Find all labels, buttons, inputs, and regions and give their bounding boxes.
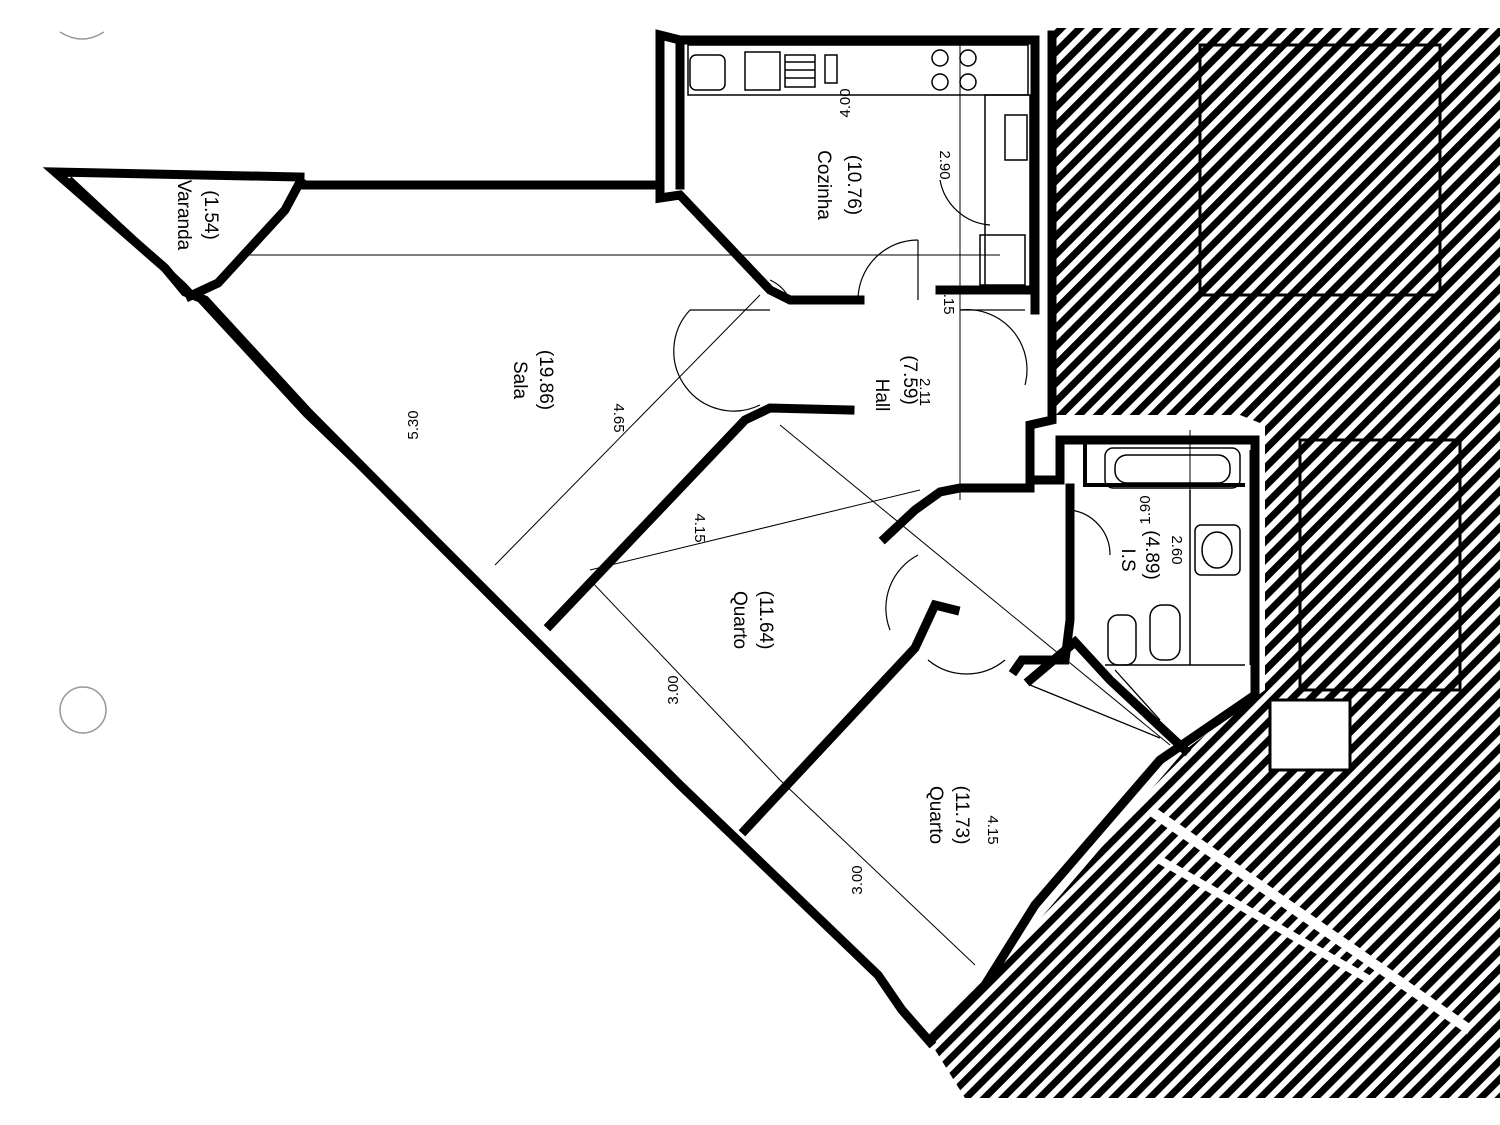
dim-sala-diag: 4.65 [610, 403, 627, 432]
dimension-labels: 4.00 2.90 5.30 4.65 2.11 0.15 4.15 3.00 … [405, 88, 1185, 894]
room-name: Hall [871, 379, 892, 412]
room-quarto-2: Quarto (11.73) [925, 786, 972, 845]
hatched-neighbour-area [932, 28, 1500, 1098]
dim-cozinha-width: 4.00 [837, 88, 854, 117]
room-varanda: Varanda (1.54) [173, 180, 221, 251]
punch-hole [59, 31, 105, 40]
room-sala: Sala (19.86) [509, 350, 556, 410]
room-quarto-1: Quarto (11.64) [729, 591, 776, 650]
room-name: Cozinha [813, 150, 834, 220]
dim-quarto2-short: 3.00 [849, 865, 866, 894]
dim-hall-gap: 0.15 [940, 285, 957, 314]
dim-sala-long: 5.30 [405, 410, 422, 439]
room-area: (19.86) [535, 350, 556, 410]
dim-quarto1-short: 3.00 [665, 675, 682, 704]
room-area: (10.76) [843, 155, 864, 215]
dim-is-height: 2.60 [1168, 535, 1185, 564]
exterior-walls [42, 29, 1260, 1049]
dim-quarto1-long: 4.15 [691, 513, 708, 542]
room-area: (4.89) [1141, 530, 1162, 580]
room-name: Quarto [729, 591, 750, 649]
room-name: Varanda [173, 180, 194, 251]
dim-hall-width: 2.11 [916, 378, 933, 406]
dimension-lines [240, 254, 1251, 966]
room-area: (1.54) [200, 190, 221, 240]
doors [673, 179, 1111, 675]
dim-is-width: 1.90 [1137, 495, 1154, 524]
punch-hole [59, 686, 107, 734]
room-area: (7.59) [899, 355, 920, 405]
room-name: Quarto [925, 786, 946, 844]
room-name: I.S [1117, 548, 1138, 571]
room-is: I.S (4.89) [1117, 530, 1162, 580]
room-hall: Hall (7.59) [871, 355, 920, 411]
kitchen-fixtures [687, 42, 1031, 500]
dim-cozinha-height: 2.90 [936, 150, 953, 179]
dim-quarto2-long: 4.15 [984, 815, 1001, 844]
room-name: Sala [509, 361, 530, 399]
room-cozinha: Cozinha (10.76) [813, 150, 864, 220]
room-area: (11.64) [755, 591, 776, 650]
room-area: (11.73) [951, 786, 972, 845]
